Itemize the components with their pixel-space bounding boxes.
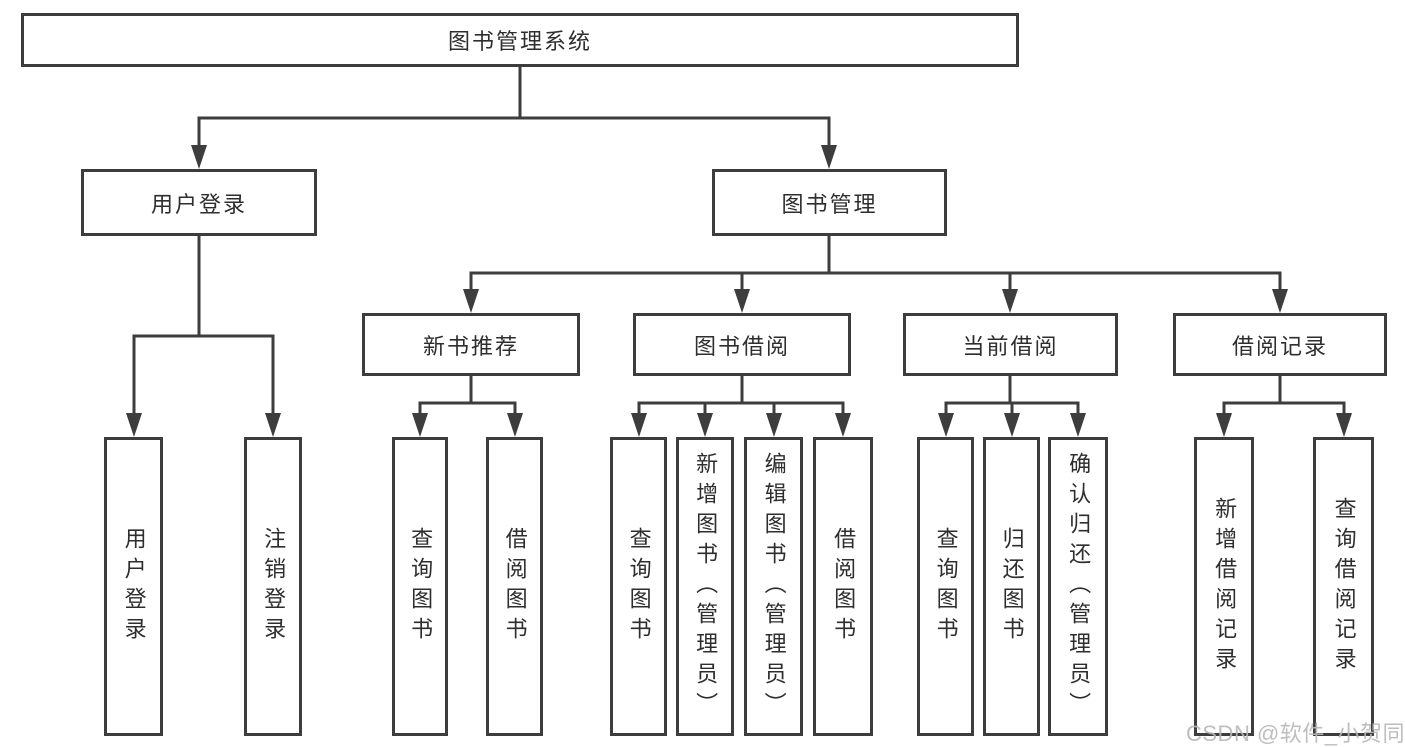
node-borrow-books-recommend: 借阅图书: [486, 437, 543, 736]
node-root: 图书管理系统: [21, 13, 1019, 67]
node-add-borrow-record: 新增借阅记录: [1194, 437, 1254, 736]
node-label: 查询图书: [408, 526, 434, 647]
node-label: 借阅图书: [502, 526, 528, 647]
node-borrow-records: 借阅记录: [1173, 313, 1387, 376]
node-label: 新增图书（管理员）: [693, 451, 719, 722]
node-query-books-recommend: 查询图书: [392, 437, 448, 736]
node-label: 确认归还（管理员）: [1066, 451, 1092, 722]
node-label: 图书借阅: [693, 333, 790, 359]
node-book-borrow: 图书借阅: [633, 313, 851, 376]
node-label: 借阅图书: [831, 526, 857, 647]
node-logout: 注销登录: [244, 437, 302, 736]
node-label: 图书管理: [781, 191, 878, 217]
csdn-watermark: CSDN @软件_小贺同学: [1186, 721, 1405, 746]
node-label: 查询借阅记录: [1331, 496, 1357, 677]
node-label: 编辑图书（管理员）: [761, 451, 787, 722]
node-query-borrow-record: 查询借阅记录: [1313, 437, 1374, 736]
node-label: 当前借阅: [962, 333, 1059, 359]
node-user-login-leaf: 用户登录: [104, 437, 163, 736]
node-label: 查询图书: [933, 526, 959, 647]
node-edit-book-admin: 编辑图书（管理员）: [744, 437, 803, 736]
node-add-book-admin: 新增图书（管理员）: [676, 437, 734, 736]
node-current-borrow: 当前借阅: [903, 313, 1118, 376]
node-label: 新增借阅记录: [1212, 496, 1238, 677]
node-borrow-books: 借阅图书: [813, 437, 873, 736]
arrowheads: [126, 145, 1352, 437]
node-new-book-recommend: 新书推荐: [362, 313, 580, 376]
node-return-books: 归还图书: [983, 437, 1040, 736]
node-query-books-current: 查询图书: [917, 437, 974, 736]
node-label: 借阅记录: [1231, 333, 1328, 359]
node-label: 用户登录: [121, 526, 147, 647]
node-label: 归还图书: [999, 526, 1025, 647]
node-book-management: 图书管理: [712, 169, 947, 236]
node-user-login: 用户登录: [81, 169, 317, 236]
node-label: 查询图书: [626, 526, 652, 647]
node-query-books-borrow: 查询图书: [610, 437, 667, 736]
node-root-label: 图书管理系统: [447, 29, 592, 54]
node-label: 用户登录: [150, 191, 247, 217]
node-confirm-return-admin: 确认归还（管理员）: [1048, 437, 1108, 736]
node-label: 注销登录: [261, 526, 287, 647]
node-label: 新书推荐: [422, 333, 519, 359]
